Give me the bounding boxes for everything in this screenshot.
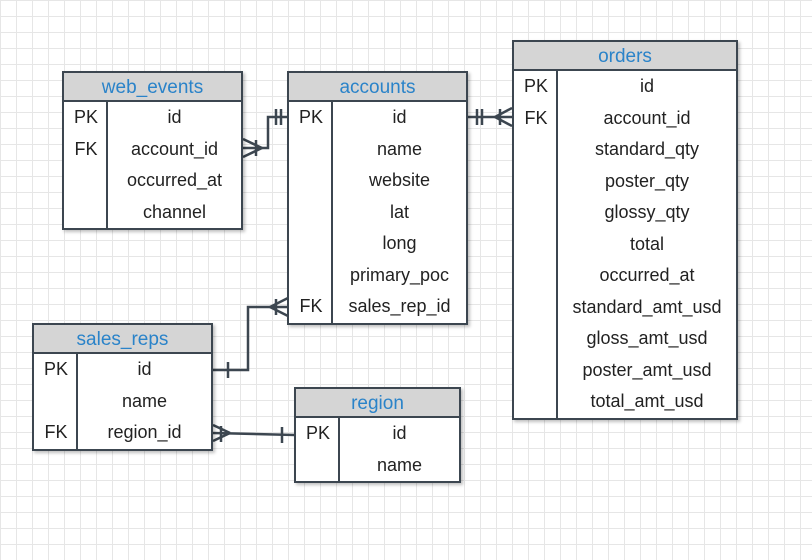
key-label: PK (43, 359, 68, 379)
entity-row: primary_poc (289, 260, 466, 292)
entity-row: occurred_at (514, 260, 736, 292)
entity-row: FK sales_rep_id (289, 291, 466, 323)
field-name: name (121, 390, 168, 411)
field-name: name (376, 454, 423, 475)
entity-region[interactable]: region PK id name (294, 387, 461, 483)
key-label: FK (524, 107, 548, 128)
field-name: website (368, 170, 431, 190)
entity-row: channel (64, 197, 241, 229)
rel-region-sales-reps (212, 423, 296, 443)
entity-row: FK account_id (514, 103, 736, 135)
field-name: standard_qty (594, 139, 700, 159)
entity-body: PK id name FK region_id (34, 354, 211, 449)
entity-row: poster_amt_usd (514, 355, 736, 387)
field-name: sales_rep_id (348, 296, 451, 316)
rel-accounts-orders (467, 106, 513, 128)
entity-row: PK id (34, 354, 211, 386)
key-column-divider (289, 102, 333, 323)
field-name: account_id (130, 138, 219, 159)
entity-title: web_events (64, 73, 241, 102)
entity-row: long (289, 228, 466, 260)
field-name: channel (142, 201, 207, 222)
field-name: standard_amt_usd (572, 296, 722, 317)
field-name: poster_qty (604, 170, 690, 191)
field-name: gloss_amt_usd (586, 328, 708, 348)
entity-row: glossy_qty (514, 197, 736, 229)
field-name: account_id (603, 107, 691, 128)
entity-row: total (514, 229, 736, 261)
field-name: id (392, 107, 407, 127)
field-name: total_amt_usd (590, 391, 704, 411)
key-label: PK (73, 107, 98, 127)
entity-row: PK id (514, 71, 736, 103)
entity-row: total_amt_usd (514, 386, 736, 418)
entity-web-events[interactable]: web_events PK id FK account_id occurred_at… (62, 71, 243, 230)
entity-body: PK id FK account_id standard_qty poster_qt… (514, 71, 736, 418)
entity-orders[interactable]: orders PK id FK account_id standard_qty po… (512, 40, 738, 420)
entity-row: name (34, 386, 211, 418)
field-name: poster_amt_usd (582, 359, 712, 380)
entity-title: sales_reps (34, 325, 211, 354)
field-name: glossy_qty (604, 202, 690, 222)
entity-body: PK id name website lat long primary_poc F… (289, 102, 466, 323)
entity-row: standard_qty (514, 134, 736, 166)
key-label: PK (523, 76, 548, 96)
key-label: PK (298, 107, 323, 127)
entity-row: standard_amt_usd (514, 292, 736, 324)
entity-row: gloss_amt_usd (514, 323, 736, 355)
key-label: FK (299, 296, 323, 316)
field-name: region_id (107, 422, 182, 442)
entity-body: PK id FK account_id occurred_at channel (64, 102, 241, 228)
entity-title: accounts (289, 73, 466, 102)
entity-sales-reps[interactable]: sales_reps PK id name FK region_id (32, 323, 213, 451)
field-name: id (639, 76, 654, 96)
entity-row: name (289, 134, 466, 166)
entity-row: PK id (64, 102, 241, 134)
field-name: long (382, 233, 417, 253)
key-column-divider (64, 102, 108, 228)
key-column-divider (296, 418, 340, 481)
entity-accounts[interactable]: accounts PK id name website lat long prim… (287, 71, 468, 325)
field-name: id (392, 423, 407, 443)
entity-row: lat (289, 197, 466, 229)
entity-title: orders (514, 42, 736, 71)
entity-row: FK region_id (34, 417, 211, 449)
field-name: primary_poc (349, 264, 450, 285)
rel-accounts-web-events (242, 109, 288, 159)
entity-title: region (296, 389, 459, 418)
key-label: PK (305, 423, 330, 443)
entity-row: website (289, 165, 466, 197)
rel-sales-reps-accounts (213, 296, 289, 378)
field-name: total (629, 233, 665, 254)
field-name: name (376, 138, 423, 159)
key-column-divider (514, 71, 558, 418)
entity-row: poster_qty (514, 166, 736, 198)
key-label: FK (74, 138, 98, 159)
entity-row: FK account_id (64, 134, 241, 166)
field-name: lat (389, 201, 409, 222)
field-name: occurred_at (599, 265, 695, 285)
entity-row: occurred_at (64, 165, 241, 197)
entity-row: name (296, 450, 459, 482)
field-name: id (137, 359, 152, 379)
field-name: occurred_at (126, 170, 223, 190)
field-name: id (167, 107, 182, 127)
entity-body: PK id name (296, 418, 459, 481)
key-column-divider (34, 354, 78, 449)
entity-row: PK id (289, 102, 466, 134)
entity-row: PK id (296, 418, 459, 450)
key-label: FK (44, 422, 68, 442)
